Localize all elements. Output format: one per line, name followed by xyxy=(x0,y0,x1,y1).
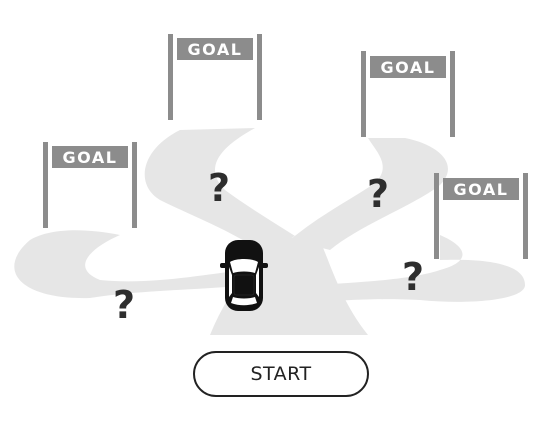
road-branch-upper-left xyxy=(144,128,295,252)
goal-label: GOAL xyxy=(381,58,436,77)
road-branch-upper-right xyxy=(290,138,448,250)
goal-label: GOAL xyxy=(63,148,118,167)
question-mark-upper-right: ? xyxy=(367,172,389,216)
goal-sign-top-center: GOAL xyxy=(168,34,262,120)
goal-label: GOAL xyxy=(454,180,509,199)
road-network xyxy=(14,128,525,335)
road-branch-left xyxy=(14,230,251,299)
goal-sign-left: GOAL xyxy=(43,142,137,228)
road-branch-right xyxy=(318,235,525,302)
car-icon xyxy=(220,240,268,311)
start-button[interactable]: START xyxy=(193,351,369,397)
question-mark-upper-left: ? xyxy=(208,166,230,210)
question-mark-lower-right: ? xyxy=(402,255,424,299)
question-mark-lower-left: ? xyxy=(113,283,135,327)
goal-sign-top-right: GOAL xyxy=(361,51,455,137)
goal-label: GOAL xyxy=(188,40,243,59)
goal-sign-right: GOAL xyxy=(434,173,528,259)
